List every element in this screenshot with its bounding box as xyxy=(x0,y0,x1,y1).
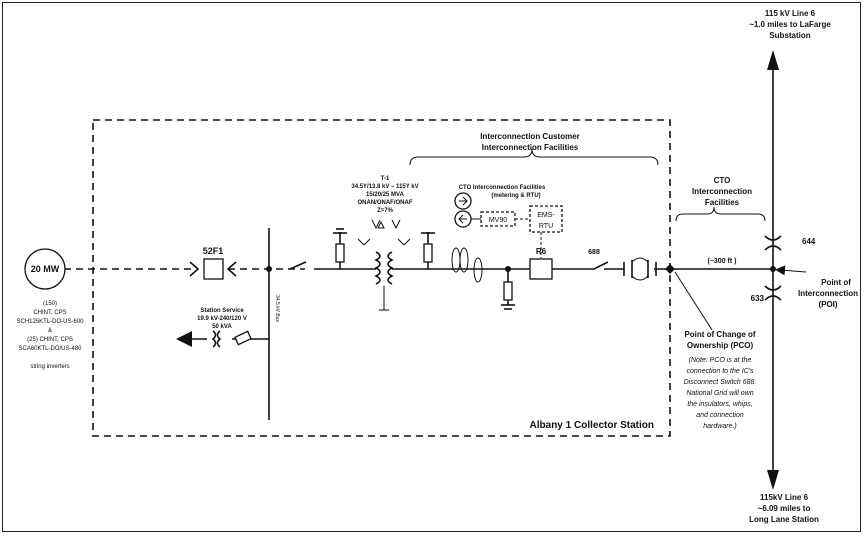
meter-icon xyxy=(454,192,472,228)
surge-arrester-1 xyxy=(333,228,347,269)
svg-text:Point of Change of: Point of Change of xyxy=(684,330,755,339)
svg-text:Station Service: Station Service xyxy=(200,308,244,314)
svg-text:Disconnect Switch 688.: Disconnect Switch 688. xyxy=(684,379,757,386)
svg-text:SCH125KTL-DO-US-600: SCH125KTL-DO-US-600 xyxy=(16,319,84,325)
cto-facilities-brace xyxy=(675,206,766,222)
cto-facilities-label: CTO Interconnection Facilities xyxy=(692,176,752,207)
svg-text:15/20/25 MVA: 15/20/25 MVA xyxy=(366,192,405,198)
svg-text:50 kVA: 50 kVA xyxy=(212,324,232,330)
svg-text:Facilities: Facilities xyxy=(705,198,740,207)
r6-label: R6 xyxy=(536,247,547,256)
switch-633-label: 633 xyxy=(751,294,765,303)
transformer-label: T-1 34.5Y/13.8 kV – 115Y kV 15/20/25 MVA… xyxy=(351,176,418,214)
svg-text:Ownership (PCO): Ownership (PCO) xyxy=(687,341,754,350)
switch-644 xyxy=(764,235,782,251)
svg-text:string inverters: string inverters xyxy=(30,364,69,370)
svg-text:(POI): (POI) xyxy=(818,300,837,309)
svg-text:T-1: T-1 xyxy=(381,176,390,182)
pco-marker xyxy=(665,264,675,274)
surge-arrester-2 xyxy=(421,232,435,269)
poi-marker xyxy=(770,266,776,272)
svg-text:(25) CHINT, CPS: (25) CHINT, CPS xyxy=(27,337,73,343)
insulator-assembly xyxy=(623,257,657,281)
svg-text:connection to the IC's: connection to the IC's xyxy=(686,368,754,375)
source-notes: (150) CHINT, CPS SCH125KTL-DO-US-600 & (… xyxy=(16,301,84,370)
svg-text:ONAN/ONAF/ONAF: ONAN/ONAF/ONAF xyxy=(358,200,413,206)
rtu-label: RTU xyxy=(539,223,553,230)
svg-text:~1.0 miles to LaFarge: ~1.0 miles to LaFarge xyxy=(749,20,831,29)
breaker-52f1 xyxy=(189,258,237,280)
svg-text:Interconnection: Interconnection xyxy=(798,289,858,298)
customer-facilities-label: Interconnection Customer Interconnection… xyxy=(480,132,580,152)
switch-633 xyxy=(764,285,782,301)
station-service-transformer xyxy=(211,330,222,348)
station-name: Albany 1 Collector Station xyxy=(530,420,654,431)
svg-text:National Grid will own: National Grid will own xyxy=(686,390,753,397)
switch-688 xyxy=(593,261,609,270)
distance-label: (~300 ft ) xyxy=(708,258,737,265)
svg-text:34.5Y/13.8 kV – 115Y kV: 34.5Y/13.8 kV – 115Y kV xyxy=(351,184,418,190)
line-north-label: 115 kV Line 6 ~1.0 miles to LaFarge Subs… xyxy=(749,9,831,40)
svg-text:115 kV Line 6: 115 kV Line 6 xyxy=(765,9,816,18)
svg-text:(metering & RTU): (metering & RTU) xyxy=(491,193,540,199)
svg-text:&: & xyxy=(48,328,52,334)
svg-text:~6.09 miles to: ~6.09 miles to xyxy=(758,504,811,513)
customer-facilities-brace xyxy=(409,148,659,166)
transformer-t1 xyxy=(371,219,401,311)
fuse-icon xyxy=(234,330,252,346)
svg-text:the insulators, whips,: the insulators, whips, xyxy=(687,401,752,408)
north-arrow-icon xyxy=(767,50,779,70)
svg-text:Interconnection Customer: Interconnection Customer xyxy=(480,132,580,141)
svg-text:115kV Line 6: 115kV Line 6 xyxy=(760,493,809,502)
south-arrow-icon xyxy=(767,470,779,490)
ems-rtu-box xyxy=(529,205,563,233)
bus-label: 34.5 kV Bus xyxy=(274,295,280,322)
svg-text:CTO Interconnection Faciliti: CTO Interconnection Facilities xyxy=(459,185,546,191)
station-service-label: Station Service 19.9 kV-240/120 V 50 kVA xyxy=(197,308,247,330)
svg-text:Substation: Substation xyxy=(769,31,810,40)
cto-metering-label: CTO Interconnection Facilities (metering… xyxy=(459,185,546,199)
disconnect-switch xyxy=(289,261,307,270)
surge-arrester-3 xyxy=(501,266,515,310)
mv90-label: MV90 xyxy=(489,217,507,224)
svg-text:hardware.): hardware.) xyxy=(703,423,736,430)
svg-text:CTO: CTO xyxy=(714,176,731,185)
breaker-52f1-label: 52F1 xyxy=(203,246,224,256)
switch-644-label: 644 xyxy=(802,237,816,246)
pco-label: Point of Change of Ownership (PCO) xyxy=(684,330,755,350)
ems-label: EMS- xyxy=(537,212,555,219)
switch-688-label: 688 xyxy=(588,249,600,256)
line-south-label: 115kV Line 6 ~6.09 miles to Long Lane St… xyxy=(749,493,819,524)
svg-text:and connection: and connection xyxy=(696,412,744,419)
svg-text:Interconnection: Interconnection xyxy=(692,187,752,196)
svg-text:Interconnection Facilities: Interconnection Facilities xyxy=(482,143,579,152)
collector-station-boundary xyxy=(92,119,671,437)
svg-text:Long Lane Station: Long Lane Station xyxy=(749,515,819,524)
current-transformer xyxy=(451,247,483,283)
poi-label: Point of Interconnection (POI) xyxy=(798,278,858,309)
source-mw-label: 20 MW xyxy=(31,264,60,274)
svg-text:(150): (150) xyxy=(43,301,57,307)
recloser-r6 xyxy=(529,258,553,280)
svg-text:Point of: Point of xyxy=(821,278,851,287)
svg-text:19.9 kV-240/120 V: 19.9 kV-240/120 V xyxy=(197,316,247,322)
pco-note: (Note: PCO is at the connection to the I… xyxy=(684,357,757,430)
svg-text:Z=7%: Z=7% xyxy=(377,208,394,214)
svg-text:CHINT, CPS: CHINT, CPS xyxy=(33,310,66,316)
source-circle xyxy=(24,248,66,290)
svg-text:SCA60KTL-DO/US-480: SCA60KTL-DO/US-480 xyxy=(18,346,82,352)
svg-text:(Note: PCO is at the: (Note: PCO is at the xyxy=(689,357,752,364)
